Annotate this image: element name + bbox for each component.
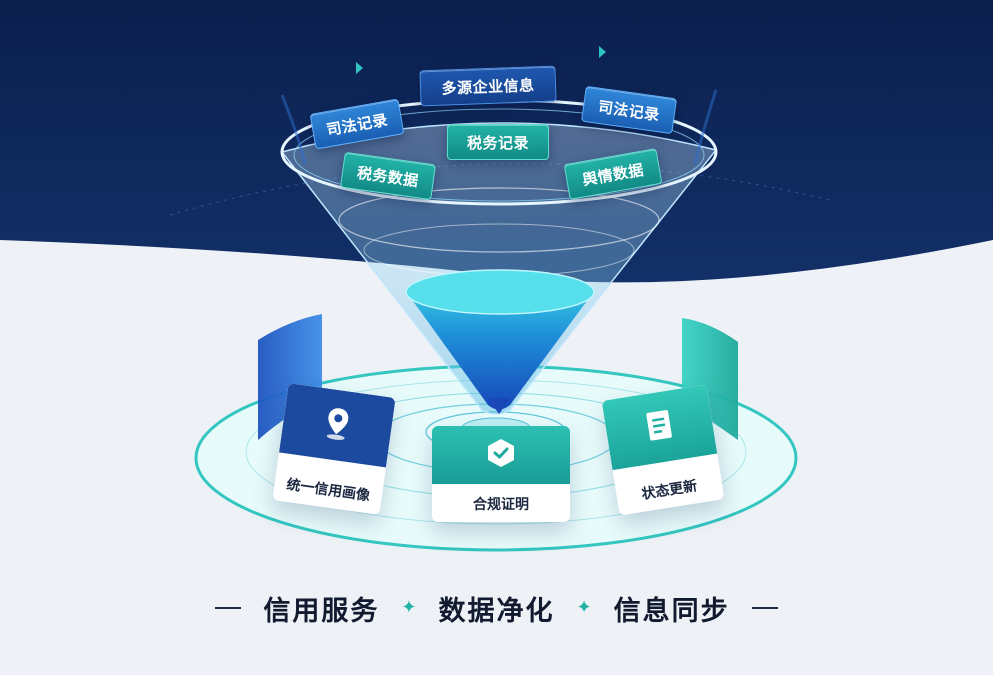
sparkle-icon: ✦ [576, 597, 592, 618]
source-tag-tax-record: 税务记录 [447, 124, 549, 160]
caption-item-info-sync: 信息同步 [613, 595, 730, 627]
output-card-compliance: 合规证明 [432, 426, 570, 522]
source-tag-enterprise-info: 多源企业信息 [419, 65, 557, 107]
caption-item-data-cleansing: 数据净化 [438, 595, 555, 627]
check-shield-icon [484, 436, 518, 474]
divider-dash [215, 607, 242, 609]
output-card-status-update: 状态更新 [601, 384, 725, 516]
card-header [601, 384, 718, 471]
bottom-caption: 信用服务 ✦ 数据净化 ✦ 信息同步 [0, 586, 993, 630]
caption-item-credit-service: 信用服务 [263, 595, 380, 627]
card-header [278, 383, 396, 468]
card-header [432, 426, 570, 484]
divider-dash [751, 607, 778, 609]
card-label: 合规证明 [473, 497, 529, 513]
sparkle-icon: ✦ [401, 597, 417, 618]
output-card-credit-profile: 统一信用画像 [272, 383, 396, 515]
location-person-icon [320, 404, 355, 446]
document-icon [644, 407, 675, 447]
